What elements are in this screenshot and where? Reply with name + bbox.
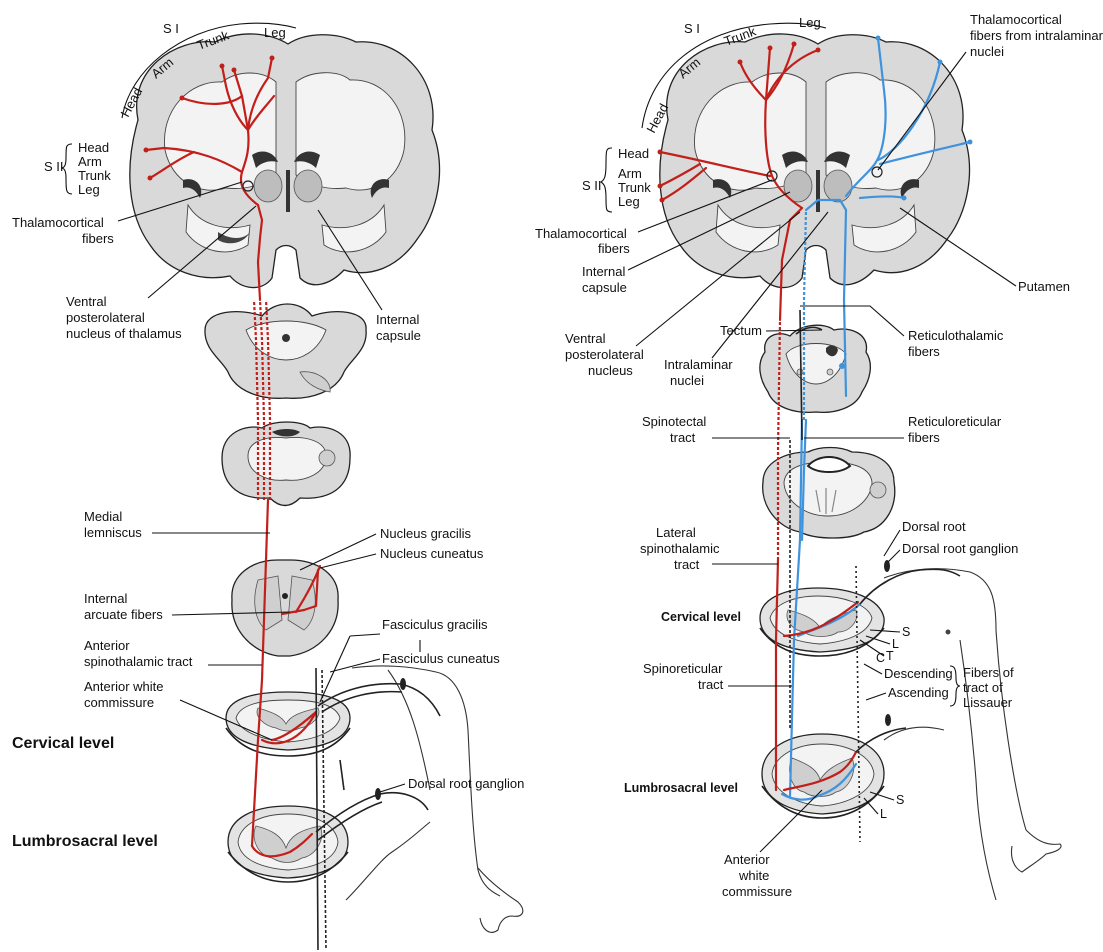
right-spinotectal-label-2: tract	[670, 430, 696, 445]
left-pons-section	[222, 422, 350, 506]
right-si-title: S I	[684, 21, 700, 36]
left-internal-capsule-label-1: Internal	[376, 312, 419, 327]
right-sii-label-group: S II Head Arm Trunk Leg	[582, 146, 651, 212]
right-thalamocortical-label-1: Thalamocortical	[535, 226, 627, 241]
right-sii-leg: Leg	[618, 194, 640, 209]
left-sii-head: Head	[78, 140, 109, 155]
right-spinoreticular-label-1: Spinoreticular	[643, 661, 723, 676]
right-lissauer-label-3: Lissauer	[963, 695, 1013, 710]
right-letter-s2: S	[896, 793, 904, 807]
right-spinoreticular-label-2: tract	[698, 677, 724, 692]
left-nucleus-cuneatus-label: Nucleus cuneatus	[380, 546, 484, 561]
right-letter-l2: L	[880, 807, 887, 821]
right-reticulothalamic-label-1: Reticulothalamic	[908, 328, 1004, 343]
right-thal-intralaminar-label-1: Thalamocortical	[970, 12, 1062, 27]
left-anterior-wc-label-1: Anterior white	[84, 679, 163, 694]
right-intralaminar-label-1: Intralaminar	[664, 357, 733, 372]
right-thal-intralaminar-label-3: nuclei	[970, 44, 1004, 59]
left-cervical-cord	[226, 692, 350, 756]
left-midbrain-section	[205, 304, 366, 398]
right-reticuloreticular-label-2: fibers	[908, 430, 940, 445]
right-panel: S I Leg Trunk Arm Head S II Head Arm Tru…	[535, 12, 1103, 900]
right-spinotectal-label-1: Spinotectal	[642, 414, 706, 429]
left-sii-leg: Leg	[78, 182, 100, 197]
right-ascending-label: Ascending	[888, 685, 949, 700]
left-lumbar-cord	[228, 806, 348, 882]
left-fasciculus-gracilis-label: Fasciculus gracilis	[382, 617, 488, 632]
right-tectum-label: Tectum	[720, 323, 762, 338]
right-lissauer-label-1: Fibers of	[963, 665, 1014, 680]
right-si-leg: Leg	[799, 15, 821, 30]
left-nucleus-gracilis-label: Nucleus gracilis	[380, 526, 472, 541]
right-lumbar-cord	[762, 734, 884, 818]
right-dorsal-root-label: Dorsal root	[902, 519, 966, 534]
left-si-title: S I	[163, 21, 179, 36]
left-anterior-st-label-1: Anterior	[84, 638, 130, 653]
right-thal-intralaminar-label-2: fibers from intralaminar	[970, 28, 1103, 43]
left-si-leg: Leg	[264, 25, 286, 40]
right-anterior-wc-label-2: white	[738, 868, 769, 883]
right-lateral-st-label-1: Lateral	[656, 525, 696, 540]
right-sii-trunk: Trunk	[618, 180, 651, 195]
right-putamen-label: Putamen	[1018, 279, 1070, 294]
left-sii-label-group: S II Head Arm Trunk Leg	[44, 140, 111, 197]
right-vpl-label-2: posterolateral	[565, 347, 644, 362]
left-lumbrosacral-level-label: Lumbrosacral level	[12, 833, 158, 850]
left-medulla-section	[232, 560, 338, 656]
right-brain-section	[660, 34, 970, 288]
right-vpl-label-3: nucleus	[588, 363, 633, 378]
right-cervical-level-label: Cervical level	[661, 610, 741, 624]
right-body-outline	[884, 569, 1061, 900]
right-vpl-label-1: Ventral	[565, 331, 606, 346]
left-anterior-wc-label-2: commissure	[84, 695, 154, 710]
left-thalamocortical-label-1: Thalamocortical	[12, 215, 104, 230]
left-sii-trunk: Trunk	[78, 168, 111, 183]
left-vpl-label-3: nucleus of thalamus	[66, 326, 182, 341]
right-sii-arm: Arm	[618, 166, 642, 181]
right-intralaminar-label-2: nuclei	[670, 373, 704, 388]
right-internal-capsule-label-2: capsule	[582, 280, 627, 295]
left-anterior-st-label-2: spinothalamic tract	[84, 654, 193, 669]
left-vpl-label-2: posterolateral	[66, 310, 145, 325]
right-reticuloreticular-label-1: Reticuloreticular	[908, 414, 1002, 429]
left-cervical-level-label: Cervical level	[12, 735, 114, 752]
left-sii-arm: Arm	[78, 154, 102, 169]
right-descending-label: Descending	[884, 666, 953, 681]
right-letter-s: S	[902, 625, 910, 639]
right-thalamocortical-label-2: fibers	[598, 241, 630, 256]
left-internal-arcuate-label-2: arcuate fibers	[84, 607, 163, 622]
left-vpl-label-1: Ventral	[66, 294, 107, 309]
right-lateral-st-label-2: spinothalamic	[640, 541, 720, 556]
right-anterior-wc-label-1: Anterior	[724, 852, 770, 867]
right-internal-capsule-label-1: Internal	[582, 264, 625, 279]
right-drg-label: Dorsal root ganglion	[902, 541, 1018, 556]
left-thalamocortical-label-2: fibers	[82, 231, 114, 246]
left-internal-arcuate-label-1: Internal	[84, 591, 127, 606]
left-medial-lemniscus-label-1: Medial	[84, 509, 122, 524]
right-sii-head: Head	[618, 146, 649, 161]
right-anterior-wc-label-3: commissure	[722, 884, 792, 899]
right-lumbrosacral-level-label: Lumbrosacral level	[624, 781, 738, 795]
left-medial-lemniscus-label-2: lemniscus	[84, 525, 142, 540]
left-panel: S I Leg Trunk Arm Head S II Head Arm Tru…	[12, 21, 524, 950]
right-lissauer-label-2: tract of	[963, 680, 1003, 695]
right-sii-title: S II	[582, 178, 602, 193]
right-reticulothalamic-label-2: fibers	[908, 344, 940, 359]
left-internal-capsule-label-2: capsule	[376, 328, 421, 343]
right-midbrain-section	[760, 325, 870, 412]
left-drg-label: Dorsal root ganglion	[408, 776, 524, 791]
left-sii-title: S II	[44, 159, 64, 174]
right-lateral-st-label-3: tract	[674, 557, 700, 572]
right-medulla-section	[763, 448, 895, 539]
left-fasciculus-cuneatus-label: Fasciculus cuneatus	[382, 651, 500, 666]
right-letter-t: T	[886, 649, 894, 663]
